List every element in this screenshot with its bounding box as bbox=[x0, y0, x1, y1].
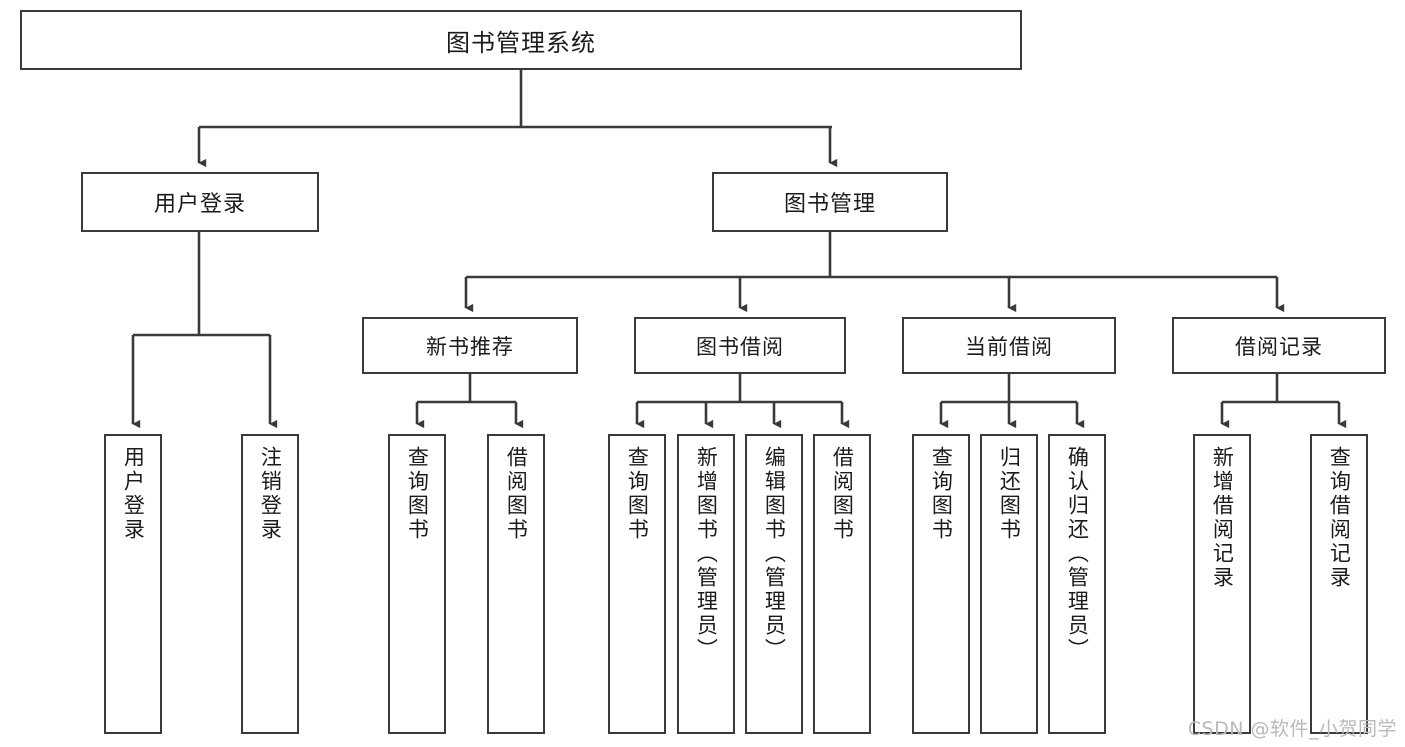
node-label: 查询图书 bbox=[929, 446, 954, 542]
node-leaf-return-book[interactable]: 归还图书 bbox=[980, 434, 1038, 734]
node-label: 图书管理 bbox=[783, 192, 876, 217]
node-label: 当前借阅 bbox=[965, 334, 1053, 359]
node-leaf-add-book-admin[interactable]: 新增图书（管理员） bbox=[677, 434, 735, 734]
node-leaf-borrow-book[interactable]: 借阅图书 bbox=[813, 434, 871, 734]
node-label: 查询借阅记录 bbox=[1327, 446, 1352, 590]
node-leaf-edit-book-admin[interactable]: 编辑图书（管理员） bbox=[745, 434, 803, 734]
node-label: 图书管理系统 bbox=[446, 28, 596, 57]
node-label: 归还图书 bbox=[997, 446, 1022, 542]
node-leaf-confirm-return-admin[interactable]: 确认归还（管理员） bbox=[1048, 434, 1106, 734]
node-leaf-add-borrow-record[interactable]: 新增借阅记录 bbox=[1193, 434, 1251, 734]
node-leaf-query-borrow-record[interactable]: 查询借阅记录 bbox=[1310, 434, 1368, 734]
node-label: 借阅图书 bbox=[830, 446, 855, 542]
node-label: 借阅记录 bbox=[1235, 334, 1323, 359]
node-label: 新书推荐 bbox=[426, 334, 514, 359]
node-label: 用户登录 bbox=[153, 192, 246, 217]
node-label: 查询图书 bbox=[405, 446, 430, 542]
node-label: 注销登录 bbox=[258, 446, 283, 542]
node-root-system[interactable]: 图书管理系统 bbox=[20, 10, 1022, 70]
node-label: 图书借阅 bbox=[696, 334, 784, 359]
node-label: 确认归还（管理员） bbox=[1065, 446, 1090, 662]
node-label: 查询图书 bbox=[625, 446, 650, 542]
node-leaf-query-book-borrow[interactable]: 查询图书 bbox=[608, 434, 666, 734]
node-book-management[interactable]: 图书管理 bbox=[712, 172, 948, 232]
node-label: 用户登录 bbox=[121, 446, 146, 542]
node-leaf-borrow-book-recommend[interactable]: 借阅图书 bbox=[487, 434, 545, 734]
node-label: 借阅图书 bbox=[504, 446, 529, 542]
node-borrow-record[interactable]: 借阅记录 bbox=[1172, 317, 1386, 374]
node-book-borrow[interactable]: 图书借阅 bbox=[634, 317, 846, 374]
node-leaf-logout[interactable]: 注销登录 bbox=[241, 434, 299, 734]
node-leaf-user-login[interactable]: 用户登录 bbox=[104, 434, 162, 734]
node-current-borrow[interactable]: 当前借阅 bbox=[902, 317, 1116, 374]
node-leaf-query-book-current[interactable]: 查询图书 bbox=[912, 434, 970, 734]
node-label: 新增图书（管理员） bbox=[694, 446, 719, 662]
node-new-book-recommend[interactable]: 新书推荐 bbox=[362, 317, 578, 374]
node-user-login[interactable]: 用户登录 bbox=[81, 172, 319, 232]
node-label: 新增借阅记录 bbox=[1210, 446, 1235, 590]
watermark-text: CSDN @软件_小贺同学 bbox=[1187, 718, 1397, 740]
node-leaf-query-book-recommend[interactable]: 查询图书 bbox=[388, 434, 446, 734]
node-label: 编辑图书（管理员） bbox=[762, 446, 787, 662]
